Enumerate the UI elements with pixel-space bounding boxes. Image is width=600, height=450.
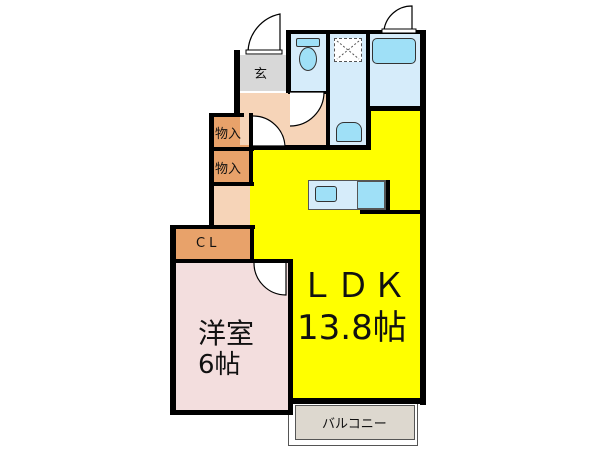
balcony-floor [295,405,415,440]
wall [288,398,426,404]
wall [253,145,370,150]
wall [386,180,390,213]
entrance [240,55,287,91]
storage-2 [213,151,249,182]
wall [366,106,371,150]
closet [175,228,250,260]
wall [360,210,422,214]
toilet-bowl [299,47,317,71]
storage-1-label: 物入 [215,127,242,142]
toilet-door-swing [289,91,325,127]
bathtub-icon [372,38,416,64]
wall [209,147,254,151]
wall [250,225,254,263]
wall [234,50,240,117]
wall [288,262,293,412]
wall [249,113,253,186]
entrance-label: 玄 [254,67,268,82]
balcony-label: バルコニー [322,417,387,432]
entrance-door-swing [245,13,283,55]
wall [286,30,291,93]
ldk-name: ＬＤＫ [300,266,408,306]
wall [170,410,293,415]
hall-door-swing [252,115,286,147]
wall [170,225,176,415]
stove-icon [357,181,385,209]
western-room-name: 洋室 [198,317,255,350]
ldk-room-upper [370,110,420,155]
wall [366,30,370,108]
kitchen-sink-icon [315,186,337,202]
toilet-icon [296,38,320,47]
western-room-size: 6帖 [198,350,241,380]
hallway-lower [213,186,250,226]
washing-machine-x [336,40,360,60]
ldk-size: 13.8帖 [297,308,407,348]
wall [366,106,424,111]
wall [209,113,244,117]
storage-2-label: 物入 [215,162,242,177]
wall [170,259,293,263]
wall [209,113,214,228]
washbasin-icon [336,122,362,142]
western-door-swing [253,262,287,296]
wall [420,30,426,405]
bath-door-swing [381,5,417,34]
wall [288,30,426,34]
closet-label: CL [196,236,221,251]
wall [209,182,254,186]
wall [326,30,330,148]
